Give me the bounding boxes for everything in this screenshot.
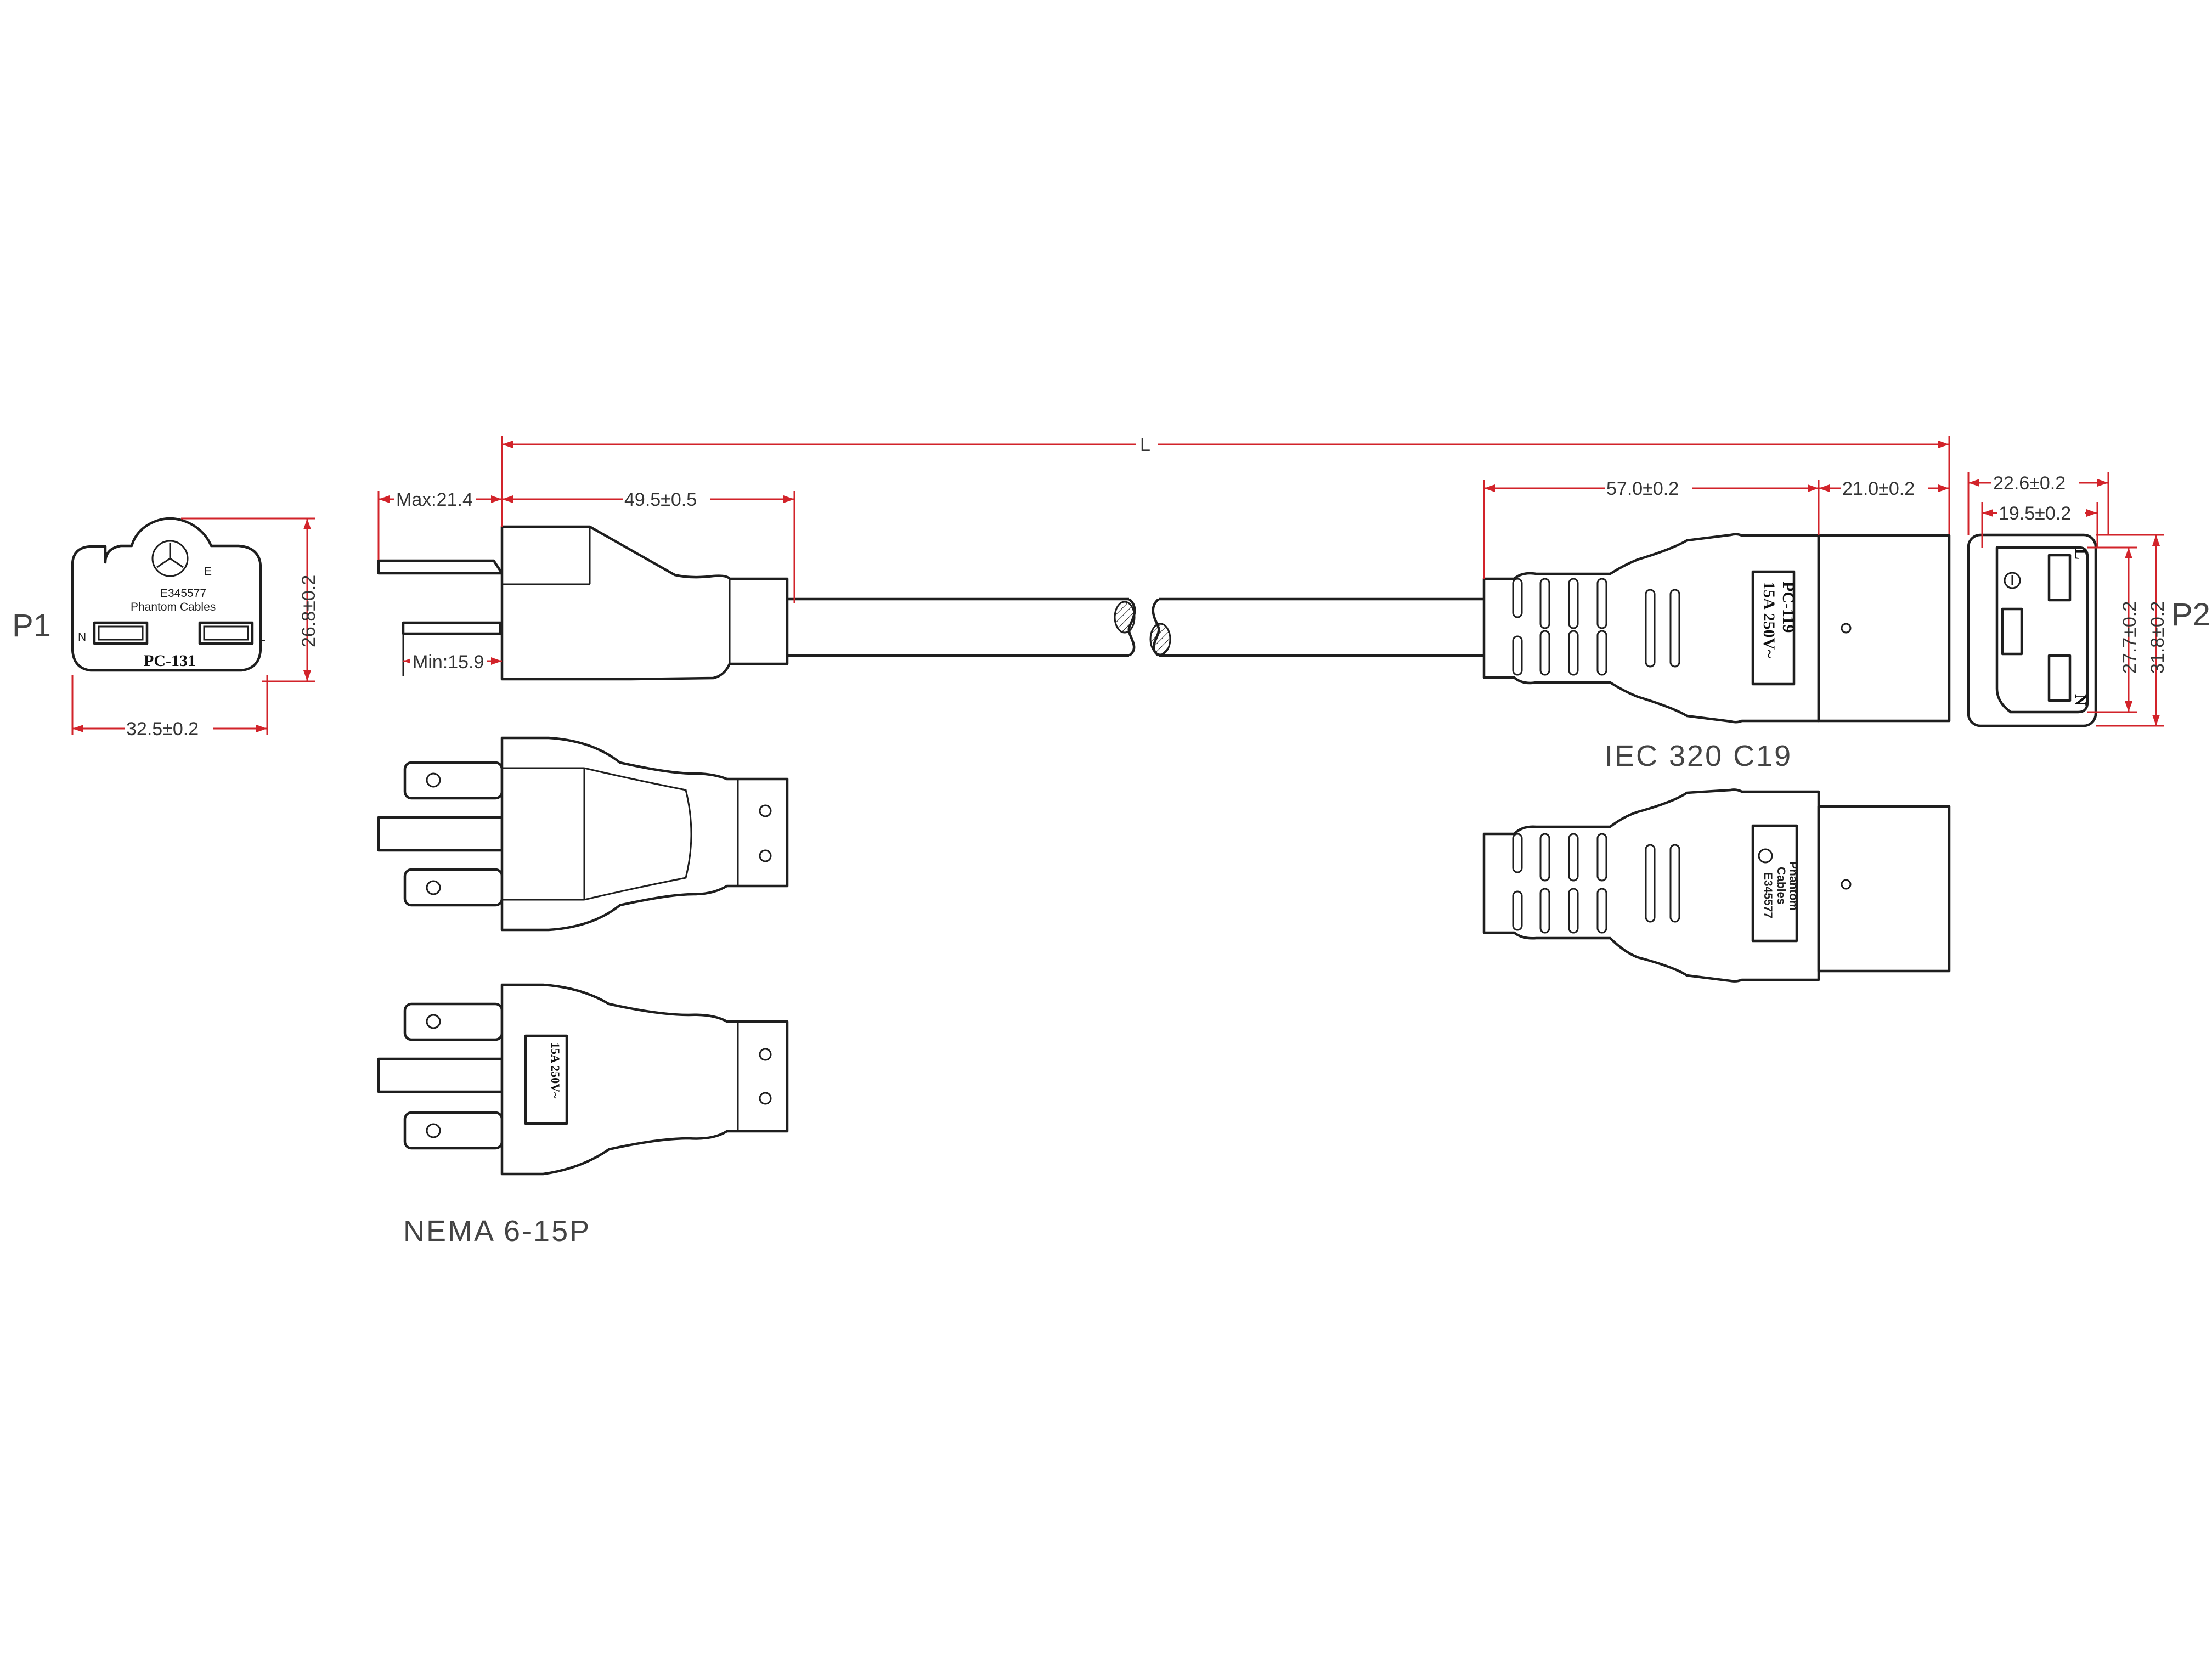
c19-bottom-cert: E345577	[1762, 872, 1774, 918]
plug-bottom-blade-lower	[403, 1111, 504, 1150]
c19-head-side	[1817, 534, 1951, 723]
c19-bottom-brand-1: Phantom	[1787, 861, 1799, 911]
p1-cert: E345577	[160, 587, 206, 600]
length-dimension: L	[1140, 435, 1150, 455]
c19-face-inner	[1995, 546, 2089, 714]
p1-height-dimension: 26.8±0.2	[298, 575, 319, 647]
c19-model: PC-119	[1779, 582, 1797, 633]
p1-width-dimension: 32.5±0.2	[126, 719, 199, 740]
c19-earth-icon	[2004, 572, 2021, 589]
plug-top-ground-pin	[377, 816, 504, 852]
c19-bottom-label-box	[1751, 824, 1798, 943]
c19-earth-slot	[2001, 607, 2023, 656]
p1-neutral-letter: N	[78, 631, 86, 644]
plug-bottom-ground-pin	[377, 1057, 504, 1093]
blade-max-dimension: Max:21.4	[396, 489, 473, 510]
c19-side-view: PC-119 15A 250V~ 57.0±0.2 21.0±0.2	[1482, 477, 1951, 724]
c19-neutral-letter: N	[2072, 694, 2090, 706]
p1-face-view: P1 E E345577 Phantom Cables N L PC-131 3…	[12, 517, 319, 740]
p1-label: P1	[12, 608, 51, 644]
plug-bottom-view: 15A 250V~	[377, 983, 789, 1176]
plug-rating-label-box	[524, 1034, 568, 1125]
c19-grip-ridges	[1512, 578, 1680, 676]
plug-rating: 15A 250V~	[549, 1042, 562, 1099]
iec-c19-caption: IEC 320 C19	[1605, 740, 1792, 772]
face-inner-height: 27.7±0.2	[2119, 601, 2140, 674]
p1-live-letter: L	[259, 631, 266, 644]
c19-bottom-grip-ridges	[1512, 833, 1680, 934]
ul-mark-icon	[1758, 848, 1773, 864]
nema-caption: NEMA 6-15P	[403, 1215, 591, 1248]
c19-body-dimension: 57.0±0.2	[1606, 478, 1679, 499]
p1-brand: Phantom Cables	[131, 601, 216, 613]
earth-symbol-icon	[151, 540, 189, 577]
c19-bottom-body	[1482, 788, 1820, 983]
face-outer-width: 22.6±0.2	[1993, 473, 2066, 494]
c19-label-box	[1751, 570, 1796, 686]
c19-neutral-slot	[2047, 654, 2072, 702]
plug-side-view: L Max:21.4 49.5±0.5 Min:15.9	[377, 433, 1950, 681]
plug-short-blade	[402, 621, 502, 635]
c19-bottom-view: Phantom Cables E345577	[1482, 788, 1951, 983]
p2-label: P2	[2171, 597, 2210, 633]
c19-head-dimension: 21.0±0.2	[1842, 478, 1915, 499]
plug-long-blade	[377, 559, 504, 575]
plug-top-blade-upper	[403, 761, 504, 800]
c19-live-slot	[2047, 554, 2072, 602]
c19-live-letter: L	[2072, 549, 2090, 560]
plug-body-dimension: 49.5±0.5	[624, 489, 697, 510]
blade-min-dimension: Min:15.9	[413, 652, 484, 673]
plug-bottom-body	[500, 983, 789, 1176]
face-outer-height: 31.8±0.2	[2147, 601, 2168, 674]
plug-top-blade-lower	[403, 868, 504, 907]
plug-top-view	[377, 736, 789, 932]
p2-face-view: L N 22.6±0.2 19.5±0.2 27.7±0.2 31.8±0.2 …	[1967, 472, 2210, 727]
plug-body-side	[500, 525, 789, 681]
p1-earth-letter: E	[204, 565, 212, 578]
face-inner-width: 19.5±0.2	[1999, 503, 2071, 524]
plug-bottom-blade-upper	[403, 1002, 504, 1041]
c19-bottom-brand-2: Cables	[1775, 867, 1787, 905]
c19-bottom-head	[1817, 805, 1951, 973]
c19-rating: 15A 250V~	[1760, 582, 1778, 658]
plug-top-body	[500, 736, 789, 932]
p1-model: PC-131	[144, 652, 196, 670]
